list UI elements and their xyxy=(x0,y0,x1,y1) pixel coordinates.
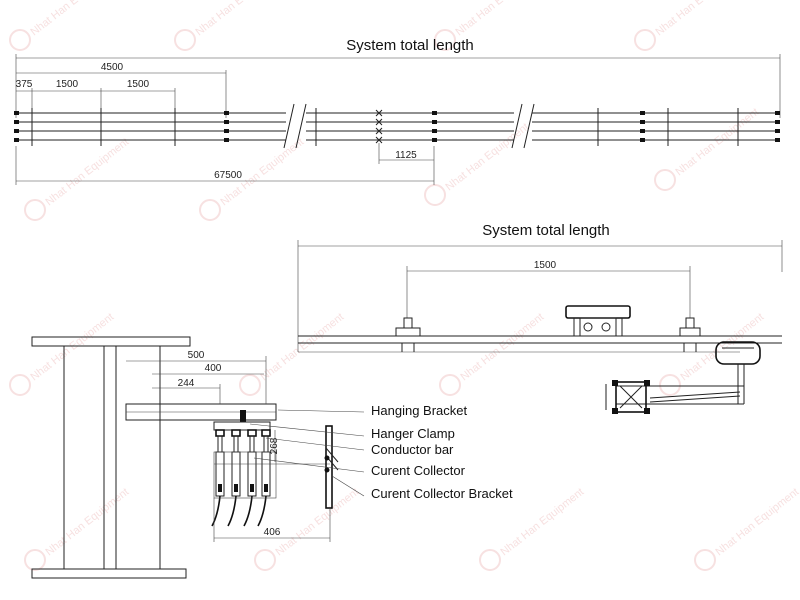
label-current-collector-bracket: Curent Collector Bracket xyxy=(371,486,513,501)
label-hanger-clamp: Hanger Clamp xyxy=(371,426,455,441)
dim-4500-label: 4500 xyxy=(101,62,124,73)
svg-text:Nhat Han Equipment: Nhat Han Equipment xyxy=(443,121,531,193)
dim-1125-label: 1125 xyxy=(395,150,417,161)
top-title: System total length xyxy=(346,37,474,54)
svg-text:Nhat Han Equipment: Nhat Han Equipment xyxy=(653,0,741,38)
side-collector-trolley xyxy=(565,305,631,337)
conductor-bars xyxy=(217,435,269,453)
hanger-ticks xyxy=(31,108,739,146)
dim-side-1500-label: 1500 xyxy=(534,260,557,271)
label-conductor-bar: Conductor bar xyxy=(371,442,454,457)
dim-500-label: 500 xyxy=(188,350,205,361)
svg-text:Nhat Han Equipment: Nhat Han Equipment xyxy=(43,486,131,558)
watermark: Nhat Han Equipment xyxy=(439,311,546,396)
svg-text:Nhat Han Equipment: Nhat Han Equipment xyxy=(193,0,281,38)
cross-section-drawing: 500 400 244 xyxy=(31,336,513,579)
conductor-lines xyxy=(16,112,780,141)
watermark: Nhat Han Equipment xyxy=(239,311,346,396)
joint-markers xyxy=(14,111,780,142)
watermark: Nhat Han Equipment xyxy=(24,486,131,571)
dim-406-label: 406 xyxy=(264,527,281,538)
label-hanging-bracket: Hanging Bracket xyxy=(371,403,467,418)
watermark: Nhat Han Equipment xyxy=(174,0,281,51)
label-current-collector: Curent Collector xyxy=(371,463,466,478)
svg-text:Nhat Han Equipment: Nhat Han Equipment xyxy=(28,0,116,38)
watermark: Nhat Han Equipment xyxy=(659,311,766,396)
break-symbol xyxy=(283,103,535,149)
dim-400-label: 400 xyxy=(205,363,222,374)
side-hanger-right xyxy=(679,317,701,352)
feed-point-crosses xyxy=(375,109,383,164)
side-elevation-drawing: System total length 1500 xyxy=(297,222,783,414)
side-hanger-left xyxy=(395,317,421,352)
watermark: Nhat Han Equipment xyxy=(654,106,761,191)
dim-1500-label-b: 1500 xyxy=(127,79,150,90)
watermark: Nhat Han Equipment xyxy=(9,311,116,396)
svg-text:Nhat Han Equipment: Nhat Han Equipment xyxy=(673,106,761,178)
side-title: System total length xyxy=(482,222,610,239)
svg-text:Nhat Han Equipment: Nhat Han Equipment xyxy=(273,486,361,558)
watermark: Nhat Han Equipment xyxy=(694,486,800,571)
leader-lines xyxy=(249,409,365,497)
side-collector-arm xyxy=(605,341,761,414)
svg-text:Nhat Han Equipment: Nhat Han Equipment xyxy=(713,486,800,558)
top-plan-drawing: System total length 4500 375 1500 1500 xyxy=(14,37,781,185)
hanger-clamps xyxy=(213,410,271,437)
dim-1500-label-a: 1500 xyxy=(56,79,79,90)
svg-text:Nhat Han Equipment: Nhat Han Equipment xyxy=(43,136,131,208)
watermark: Nhat Han Equipment xyxy=(9,0,116,51)
hanging-bracket-beam xyxy=(125,403,277,421)
dim-244-label: 244 xyxy=(178,378,195,389)
svg-text:Nhat Han Equipment: Nhat Han Equipment xyxy=(28,311,116,383)
i-beam-column xyxy=(31,336,191,579)
svg-text:Nhat Han Equipment: Nhat Han Equipment xyxy=(258,311,346,383)
svg-text:Nhat Han Equipment: Nhat Han Equipment xyxy=(453,0,541,38)
svg-text:Nhat Han Equipment: Nhat Han Equipment xyxy=(458,311,546,383)
dim-268-label: 268 xyxy=(269,437,280,454)
dim-375-label: 375 xyxy=(16,79,33,90)
watermark: Nhat Han Equipment xyxy=(24,136,131,221)
dim-67500-label: 67500 xyxy=(214,170,242,181)
svg-text:Nhat Han Equipment: Nhat Han Equipment xyxy=(678,311,766,383)
current-collectors xyxy=(211,451,271,527)
watermark: Nhat Han Equipment xyxy=(634,0,741,51)
